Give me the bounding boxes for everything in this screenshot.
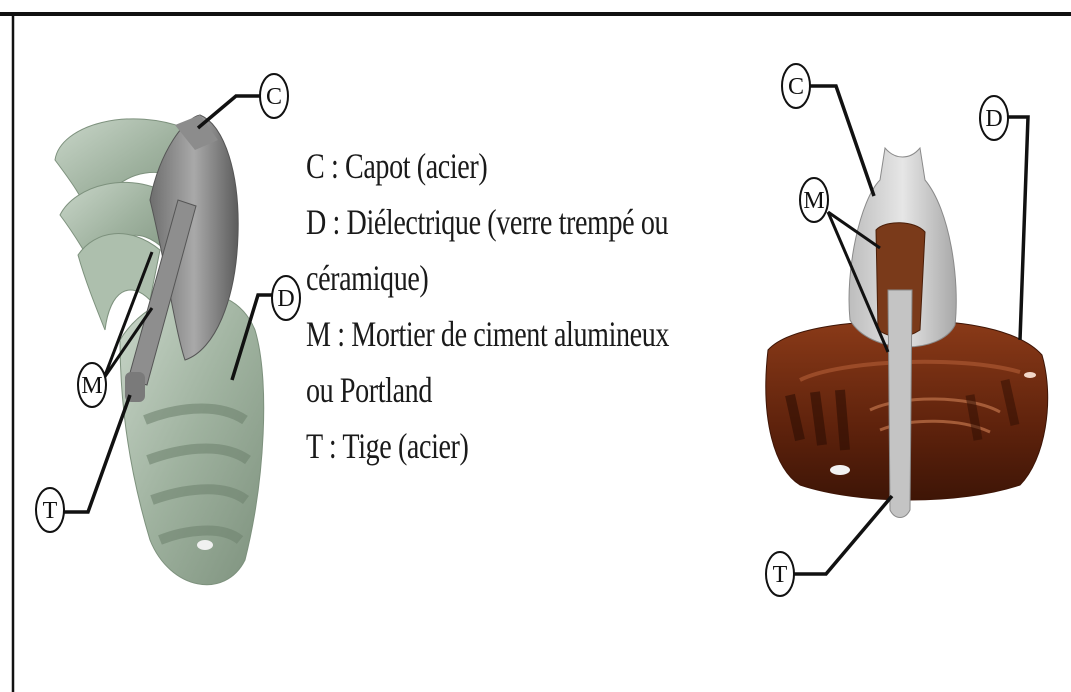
right-pin-steel <box>888 290 912 518</box>
right-callout-d: D <box>980 96 1028 340</box>
right-label-c: C <box>788 74 804 100</box>
legend-dielectrique: D : Diélectrique (verre trempé ou <box>306 194 641 250</box>
left-label-d: D <box>277 286 294 312</box>
right-callout-c: C <box>782 64 874 196</box>
legend-mortier: M : Mortier de ciment alumineux <box>306 306 641 362</box>
right-label-t: T <box>773 562 788 588</box>
right-callout-t: T <box>766 496 892 596</box>
legend-capot: C : Capot (acier) <box>306 138 641 194</box>
left-callout-c: C <box>198 74 288 128</box>
legend-dielectrique-cont: céramique) <box>306 250 641 306</box>
left-label-t: T <box>43 498 58 524</box>
component-legend: C : Capot (acier) D : Diélectrique (verr… <box>306 138 641 474</box>
left-label-m: M <box>81 373 102 399</box>
right-label-m: M <box>803 188 824 214</box>
legend-mortier-cont: ou Portland <box>306 362 641 418</box>
left-callout-t: T <box>36 395 130 532</box>
right-label-d: D <box>985 106 1002 132</box>
legend-tige: T : Tige (acier) <box>306 418 641 474</box>
left-label-c: C <box>266 84 282 110</box>
left-insulator-illustration <box>55 115 264 585</box>
